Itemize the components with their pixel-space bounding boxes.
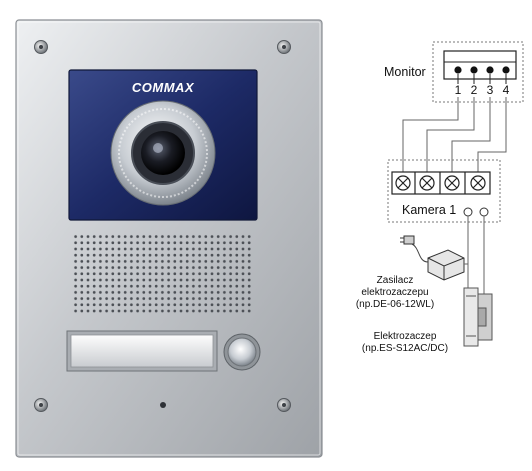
wiring-diagram: [387, 41, 524, 347]
screw-bottom-left: [34, 398, 48, 412]
power-supply-label-line: Zasilacz: [377, 275, 414, 286]
door-strike-label-line: (np.ES-S12AC/DC): [362, 343, 448, 354]
power-supply-label-line: (np.DE-06-12WL): [356, 299, 434, 310]
monitor-label: Monitor: [384, 65, 426, 79]
intercom-panel: COMMAX: [15, 19, 323, 458]
camera-label: Kamera 1: [402, 203, 456, 217]
screw-top-left: [34, 40, 48, 54]
terminal-number: 3: [487, 83, 494, 97]
power-supply-label-line: elektrozaczepu: [361, 287, 428, 298]
speaker-grille: [73, 234, 253, 314]
terminal-number: 4: [503, 83, 510, 97]
terminal-number: 1: [455, 83, 462, 97]
microphone-hole: [160, 402, 166, 408]
monitor-terminal-dots: [454, 66, 510, 74]
monitor-terminal-numbers: 1 2 3 4: [455, 83, 510, 97]
camera-box: [387, 159, 501, 223]
name-plate: [66, 330, 218, 372]
door-strike: [463, 287, 493, 347]
camera-lens: [110, 100, 216, 206]
door-strike-label: Elektrozaczep (np.ES-S12AC/DC): [362, 331, 448, 354]
power-supply-label: Zasilacz elektrozaczepu (np.DE-06-12WL): [356, 275, 434, 310]
brand-logo: COMMAX: [132, 80, 195, 95]
power-supply: [400, 235, 469, 290]
terminal-number: 2: [471, 83, 478, 97]
monitor-box: [432, 41, 524, 103]
call-button[interactable]: [223, 333, 261, 371]
camera-terminals: [391, 171, 491, 195]
screw-top-right: [277, 40, 291, 54]
door-strike-label-line: Elektrozaczep: [374, 331, 437, 342]
camera-window: COMMAX: [68, 69, 258, 221]
monitor-camera-wires: [402, 97, 507, 172]
screw-bottom-right: [277, 398, 291, 412]
